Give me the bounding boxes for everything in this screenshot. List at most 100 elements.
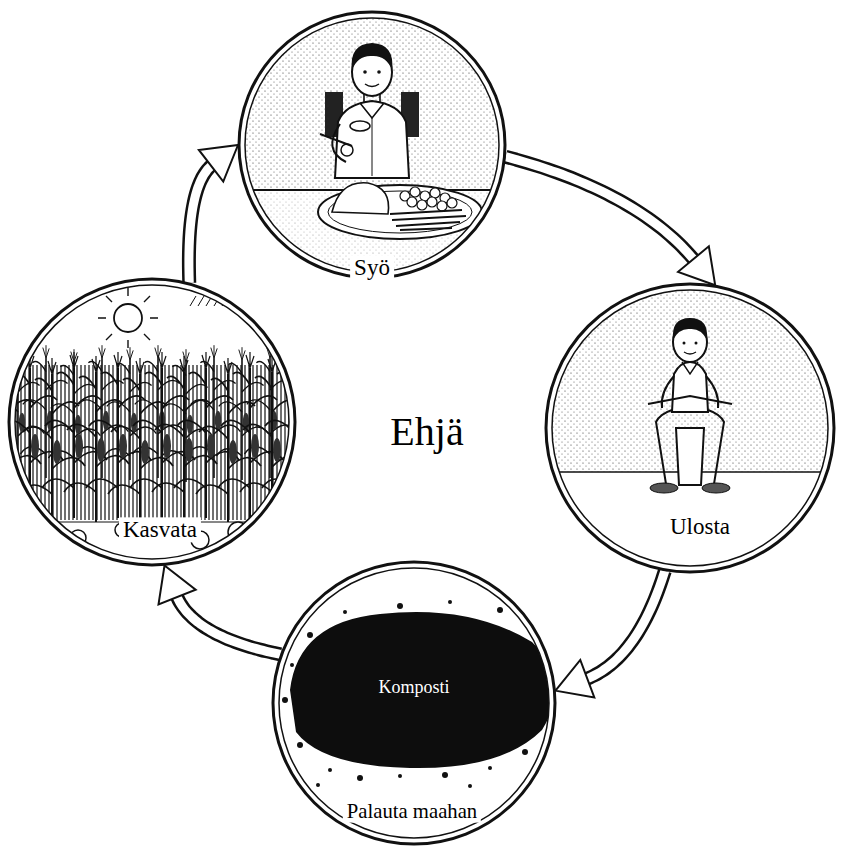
circle-ring (15, 285, 289, 559)
toilet-figure (672, 362, 708, 412)
toilet-figure (540, 280, 840, 493)
corn-field (115, 523, 129, 537)
circle-ring (239, 12, 505, 278)
cycle-circle: Kasvata (7, 277, 297, 567)
compost-heap (276, 600, 567, 788)
corn-field (190, 295, 246, 306)
eating-figure (427, 197, 437, 207)
arrow-shaft (176, 595, 280, 654)
compost-heap (316, 783, 320, 787)
circle-ring (279, 568, 549, 838)
step-label: Palauta maahan (343, 800, 481, 823)
corn-field (86, 352, 151, 518)
eating-figure (332, 183, 389, 214)
circle-outline (544, 282, 836, 574)
cycle-arrow (189, 145, 238, 283)
corn-field (218, 352, 283, 518)
corn-field (108, 358, 173, 524)
step-label: Syö (350, 255, 394, 280)
corn-field (31, 520, 280, 549)
circle-ring (245, 18, 499, 272)
compost-heap (442, 772, 448, 778)
eating-figure (437, 201, 447, 211)
circle-ring (552, 290, 828, 566)
corn-field (228, 522, 248, 542)
eating-figure (390, 210, 466, 230)
eating-figure (350, 121, 370, 131)
compost-heap (290, 663, 294, 667)
corn-field (262, 352, 327, 518)
arrow-head (199, 145, 238, 182)
corn-field (70, 530, 86, 546)
eating-figure (352, 43, 393, 70)
toilet-figure (702, 483, 730, 493)
arrow-shaft-outline (189, 165, 213, 283)
corn-field (216, 347, 268, 480)
compost-heap (553, 713, 557, 717)
compost-heap (276, 600, 567, 788)
compost-heap (290, 612, 555, 768)
step-label: Ulosta (666, 514, 734, 539)
cycle-arrow (555, 571, 664, 698)
compost-heap (343, 610, 347, 614)
toilet-figure (673, 318, 707, 340)
arrow-shaft (505, 157, 694, 261)
arrow-shaft (585, 571, 664, 680)
arrow-shaft (189, 165, 213, 283)
compost-heap (448, 600, 452, 604)
corn-field (264, 520, 280, 536)
corn-field (0, 288, 327, 582)
eating-figure (230, 0, 520, 192)
corn-field (114, 304, 142, 332)
circle-ring (9, 279, 295, 565)
eating-figure (363, 70, 367, 74)
eating-figure (400, 187, 457, 211)
eating-figure (365, 84, 379, 87)
eating-figure (320, 134, 352, 146)
cycle-circle: Syö (237, 10, 507, 280)
compost-heap (307, 632, 313, 638)
corn-field (42, 352, 107, 518)
toilet-figure (662, 376, 719, 408)
eating-figure (447, 198, 457, 208)
step-label: Kasvata (119, 517, 201, 542)
arrow-shaft-outline (505, 157, 694, 261)
center-label: Ehjä (390, 410, 463, 454)
eating-figure (410, 187, 420, 197)
eating-figure (360, 103, 384, 118)
eating-figure (230, 0, 520, 281)
cycle-circle: Ulosta (544, 282, 836, 574)
circle-ring (546, 284, 834, 572)
corn-field (196, 358, 261, 524)
compost-label: Komposti (378, 678, 449, 698)
compost-heap (497, 607, 503, 613)
cycle-arrow (159, 565, 281, 654)
toilet-figure (684, 352, 696, 354)
eating-figure (335, 101, 409, 178)
arrow-head (678, 246, 715, 285)
toilet-figure (650, 483, 678, 493)
arrow-head (159, 565, 196, 604)
toilet-figure (682, 362, 698, 374)
corn-field (0, 522, 300, 523)
toilet-figure (676, 428, 704, 485)
compost-heap (282, 697, 288, 703)
circle-outline (237, 10, 507, 280)
corn-field (0, 522, 300, 582)
corn-field (0, 352, 63, 518)
compost-heap (276, 718, 280, 722)
compost-heap (549, 662, 555, 668)
compost-heap (468, 784, 472, 788)
toilet-figure (683, 342, 686, 345)
compost-heap (297, 742, 303, 748)
compost-heap (522, 749, 528, 755)
corn-field (191, 531, 209, 549)
eating-figure (372, 118, 373, 176)
eating-figure (417, 200, 427, 210)
compost-heap (328, 768, 332, 772)
cycle-arrow (505, 157, 715, 286)
